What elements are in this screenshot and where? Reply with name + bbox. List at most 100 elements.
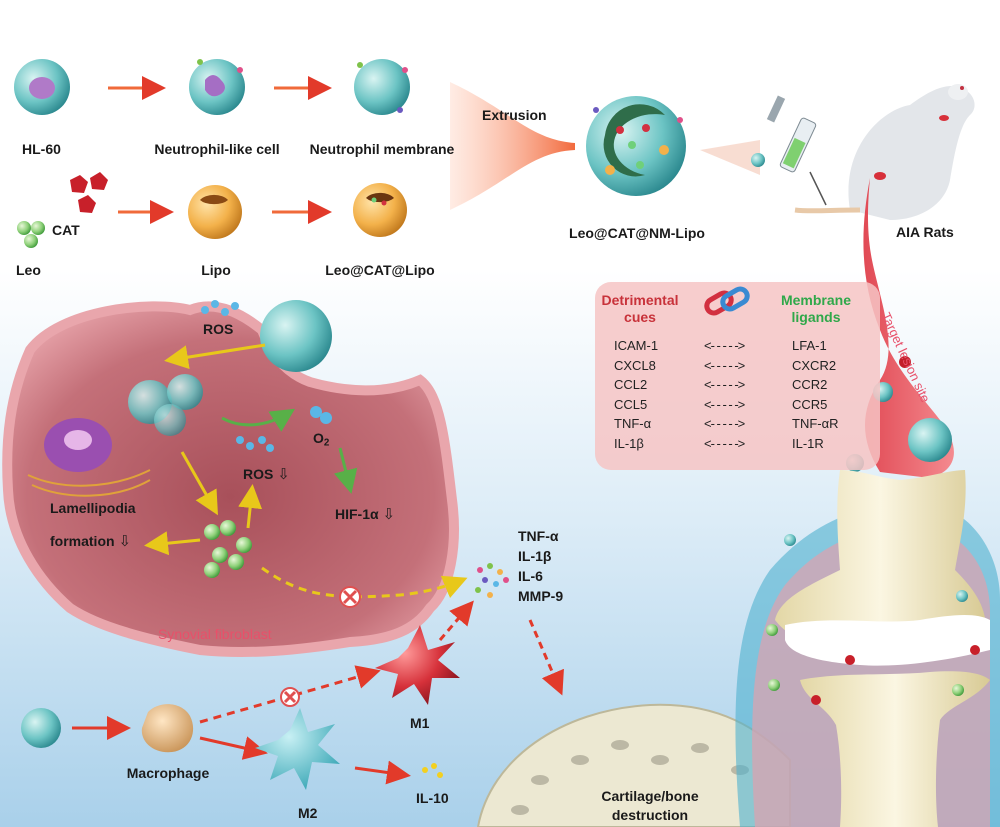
m2-cell bbox=[255, 708, 340, 790]
red-blood-cell bbox=[899, 356, 911, 368]
degraded-particles bbox=[128, 374, 203, 436]
label-m1: M1 bbox=[410, 715, 430, 731]
arrow-leo-to-ros bbox=[238, 484, 263, 529]
dashed-double-arrow-icon: <- - - - -> bbox=[704, 396, 745, 412]
neutrophil-membrane bbox=[354, 59, 410, 115]
lipo-sphere bbox=[188, 185, 242, 239]
cue-label: CCL2 bbox=[614, 377, 648, 392]
label-synovial-fibroblast: Synovial fibroblast bbox=[158, 626, 272, 642]
ros-cluster-top bbox=[201, 300, 239, 316]
hl60-cell bbox=[14, 59, 70, 115]
arrow-m1-to-cytokines bbox=[438, 600, 474, 641]
ligand-label: CCR2 bbox=[792, 377, 828, 392]
leo-cat-nm-lipo-particle bbox=[586, 96, 686, 196]
injection-beam bbox=[700, 140, 760, 175]
targeting-panel bbox=[595, 282, 880, 470]
particle-at-lesion bbox=[908, 418, 952, 462]
pair-row: CXCL8 <- - - - -> CXCR2 bbox=[614, 358, 852, 378]
cytokine-label-3: MMP-9 bbox=[518, 588, 564, 604]
pair-row: TNF-α<- - - - ->TNF-αR bbox=[614, 416, 852, 436]
hif-text: HIF-1α bbox=[335, 506, 379, 522]
cytokine-dots bbox=[475, 563, 509, 598]
cue-label: ICAM-1 bbox=[614, 338, 659, 353]
cat-icon bbox=[70, 172, 108, 213]
down-arrow-icon: ⇩ bbox=[277, 466, 290, 483]
cue-label: IL-1β bbox=[614, 435, 644, 451]
cytokine-label-1: IL-1β bbox=[518, 548, 552, 564]
pair-row: IL-1β <- - - - -> IL-1R bbox=[614, 436, 852, 456]
neutrophil-like-cell bbox=[189, 59, 245, 115]
label-membrane-ligands: Membrane ligands bbox=[780, 292, 852, 325]
arrow-to-m2 bbox=[199, 736, 268, 760]
rat-illustration bbox=[794, 84, 975, 220]
dashed-double-arrow-icon: <- - - - -> bbox=[704, 416, 745, 431]
label-macrophage: Macrophage bbox=[126, 765, 210, 781]
ligand-label: CCR5 bbox=[792, 396, 828, 412]
label-il10: IL-10 bbox=[416, 790, 449, 806]
label-leo: Leo bbox=[16, 262, 41, 278]
arrow-m2-to-il10 bbox=[354, 760, 411, 785]
dashed-double-arrow-icon: <- - - - -> bbox=[704, 435, 745, 451]
block-x-m1-icon bbox=[280, 687, 300, 707]
ros-cluster-mid bbox=[236, 436, 274, 452]
o2-subscript: 2 bbox=[323, 437, 330, 449]
cytokine-label-0: TNF-α bbox=[518, 528, 559, 544]
leo-cat-lipo-sphere bbox=[353, 183, 407, 237]
dashed-double-arrow-icon: <- - - - -> bbox=[704, 338, 745, 353]
cue-label: CXCL8 bbox=[614, 357, 656, 373]
tibia-bone bbox=[800, 671, 990, 827]
label-destruction-line2: destruction bbox=[611, 807, 689, 823]
dashed-double-arrow-icon: <- - - - -> bbox=[704, 357, 745, 373]
femur-bone bbox=[775, 470, 986, 657]
label-lipo: Lipo bbox=[201, 262, 231, 278]
arrow-uptake bbox=[164, 343, 266, 370]
formation-text: formation bbox=[50, 533, 115, 549]
label-aia-rats: AIA Rats bbox=[896, 224, 954, 240]
pair-row: ICAM-1 <- - - - -> LFA-1 bbox=[614, 338, 852, 358]
ligand-label: IL-1R bbox=[792, 435, 824, 451]
label-product: Leo@CAT@NM-Lipo bbox=[569, 225, 705, 241]
cytokine-label-2: IL-6 bbox=[518, 568, 543, 584]
link-icon bbox=[704, 286, 750, 316]
blood-vessel bbox=[863, 178, 954, 478]
label-neutrophil-like-cell: Neutrophil-like cell bbox=[154, 141, 280, 157]
cue-label: CCL5 bbox=[614, 396, 648, 412]
arrow-o2-to-hif bbox=[333, 447, 358, 494]
m1-cell bbox=[375, 625, 460, 705]
block-x-icon bbox=[339, 586, 361, 608]
label-neutrophil-membrane: Neutrophil membrane bbox=[309, 141, 455, 157]
arrow-blocked-secretion bbox=[261, 566, 468, 599]
il10-dots bbox=[422, 763, 443, 778]
arrow-release-leo bbox=[180, 451, 218, 516]
o2-text: O bbox=[313, 430, 324, 446]
label-destruction-line1: Cartilage/bone bbox=[601, 788, 699, 804]
label-m2: M2 bbox=[298, 805, 318, 821]
pair-row: CCL5 <- - - - -> CCR5 bbox=[614, 397, 852, 417]
nanoparticle-binding bbox=[260, 300, 332, 372]
label-hl60: HL-60 bbox=[22, 141, 61, 157]
articular-cartilage bbox=[785, 615, 990, 666]
arrow-to-destruction bbox=[528, 619, 564, 696]
label-ros-top: ROS bbox=[203, 321, 234, 337]
leo-molecules bbox=[204, 520, 252, 578]
cue-label: TNF-α bbox=[614, 416, 652, 431]
label-hif: HIF-1α ⇩ bbox=[335, 505, 395, 523]
down-arrow-icon: ⇩ bbox=[382, 506, 396, 523]
syringe-icon bbox=[766, 95, 827, 206]
extrusion-arrow bbox=[450, 82, 575, 210]
small-particle bbox=[751, 153, 765, 167]
ligand-label: CXCR2 bbox=[792, 357, 837, 373]
ligand-label: LFA-1 bbox=[792, 338, 827, 353]
label-lamellipodia: Lamellipodia bbox=[50, 500, 136, 516]
dashed-double-arrow-icon: <- - - - -> bbox=[704, 377, 745, 392]
label-formation: formation ⇩ bbox=[50, 532, 131, 550]
leo-icon bbox=[17, 221, 45, 248]
pair-row: CCL2 <- - - - -> CCR2 bbox=[614, 377, 852, 397]
nanoparticle-bottom bbox=[21, 708, 61, 748]
o2-bubbles bbox=[310, 406, 332, 424]
joint-particles bbox=[766, 534, 980, 705]
down-arrow-icon: ⇩ bbox=[118, 533, 132, 550]
macrophage-cell bbox=[141, 704, 194, 753]
